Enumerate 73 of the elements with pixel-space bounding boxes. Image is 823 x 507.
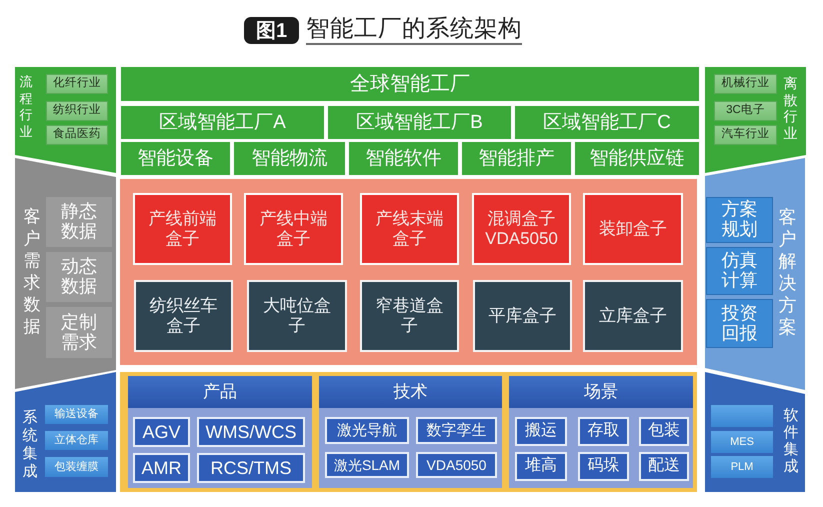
column-header: 技术 — [319, 376, 502, 408]
vertical-label: 软件集成 — [783, 407, 799, 475]
vertical-label: 客户需求数据 — [23, 206, 41, 338]
side-panel — [15, 372, 116, 492]
tag-box: 投资回报 — [706, 299, 773, 348]
tag-box: 输送设备 — [45, 405, 108, 424]
side-panel — [15, 158, 116, 389]
item-box: 搬运 — [515, 417, 567, 446]
item-box: 存取 — [578, 417, 629, 446]
item-box: 激光SLAM — [325, 452, 409, 478]
tag-box: 定制需求 — [46, 307, 112, 358]
module-box: 产线末端盒子 — [360, 193, 459, 265]
column-panel — [128, 376, 312, 488]
tag-box: 包装缠膜 — [45, 457, 108, 477]
side-panel — [705, 158, 805, 390]
item-box: 配送 — [639, 452, 689, 481]
tag-box: 化纤行业 — [46, 74, 108, 94]
frame-panel — [120, 372, 697, 492]
tag-box: 汽车行业 — [714, 125, 777, 145]
layer-bar: 智能供应链 — [575, 142, 699, 175]
column-header: 产品 — [128, 376, 312, 408]
item-box: VDA5050 — [416, 452, 497, 478]
item-box: 激光导航 — [325, 417, 409, 444]
item-box: RCS/TMS — [197, 453, 305, 483]
tag-box: 动态数据 — [46, 252, 112, 302]
tag-box: 机械行业 — [714, 74, 777, 94]
module-box: 纺织丝车盒子 — [134, 280, 233, 352]
figure-title: 智能工厂的系统架构 — [306, 15, 522, 46]
tag-box: 仿真计算 — [706, 247, 773, 295]
module-box: 窄巷道盒子 — [360, 280, 459, 352]
layer-bar: 智能软件 — [349, 142, 458, 175]
module-box: 产线中端盒子 — [244, 193, 343, 265]
vertical-label: 流程行业 — [19, 74, 33, 140]
module-box: 立库盒子 — [583, 280, 683, 352]
tag-box: PLM — [711, 456, 773, 478]
tag-box: 纺织行业 — [46, 101, 108, 121]
tag-box: 3C电子 — [714, 101, 777, 121]
column-panel — [509, 376, 693, 488]
side-panel — [705, 372, 805, 492]
vertical-label: 离散行业 — [783, 75, 798, 141]
tag-box: 方案规划 — [706, 197, 773, 243]
tag-box: 食品医药 — [46, 125, 108, 145]
item-box: 堆高 — [515, 452, 567, 481]
side-panel — [15, 67, 116, 173]
side-panel — [705, 67, 806, 173]
module-box: 混调盒子 VDA5050 — [472, 193, 571, 265]
vertical-label: 客户解决方案 — [778, 206, 797, 338]
module-box: 大吨位盒子 — [247, 280, 347, 352]
layer-bar: 区域智能工厂B — [328, 106, 511, 139]
item-box: AMR — [133, 453, 190, 483]
tag-box: 立体仓库 — [45, 431, 108, 450]
module-panel — [120, 179, 697, 365]
item-box: WMS/WCS — [197, 417, 305, 447]
figure-number-badge: 图1 — [244, 17, 299, 44]
tag-box: MES — [711, 431, 773, 453]
layer-bar: 智能设备 — [121, 142, 230, 175]
column-panel — [319, 376, 502, 488]
layer-bar: 智能排产 — [462, 142, 571, 175]
item-box: 包装 — [639, 417, 689, 446]
item-box: 码垛 — [578, 452, 629, 481]
item-box: 数字孪生 — [416, 417, 497, 444]
layer-bar: 区域智能工厂A — [121, 106, 324, 139]
module-box: 装卸盒子 — [583, 193, 683, 265]
column-header: 场景 — [509, 376, 693, 408]
tag-box: 静态数据 — [46, 197, 112, 247]
layer-bar: 全球智能工厂 — [121, 67, 699, 101]
module-box: 产线前端盒子 — [133, 193, 232, 265]
tag-box — [711, 405, 773, 427]
layer-bar: 区域智能工厂C — [515, 106, 699, 139]
vertical-label: 系统集成 — [22, 409, 38, 481]
module-box: 平库盒子 — [473, 280, 572, 352]
item-box: AGV — [133, 417, 190, 447]
layer-bar: 智能物流 — [234, 142, 345, 175]
